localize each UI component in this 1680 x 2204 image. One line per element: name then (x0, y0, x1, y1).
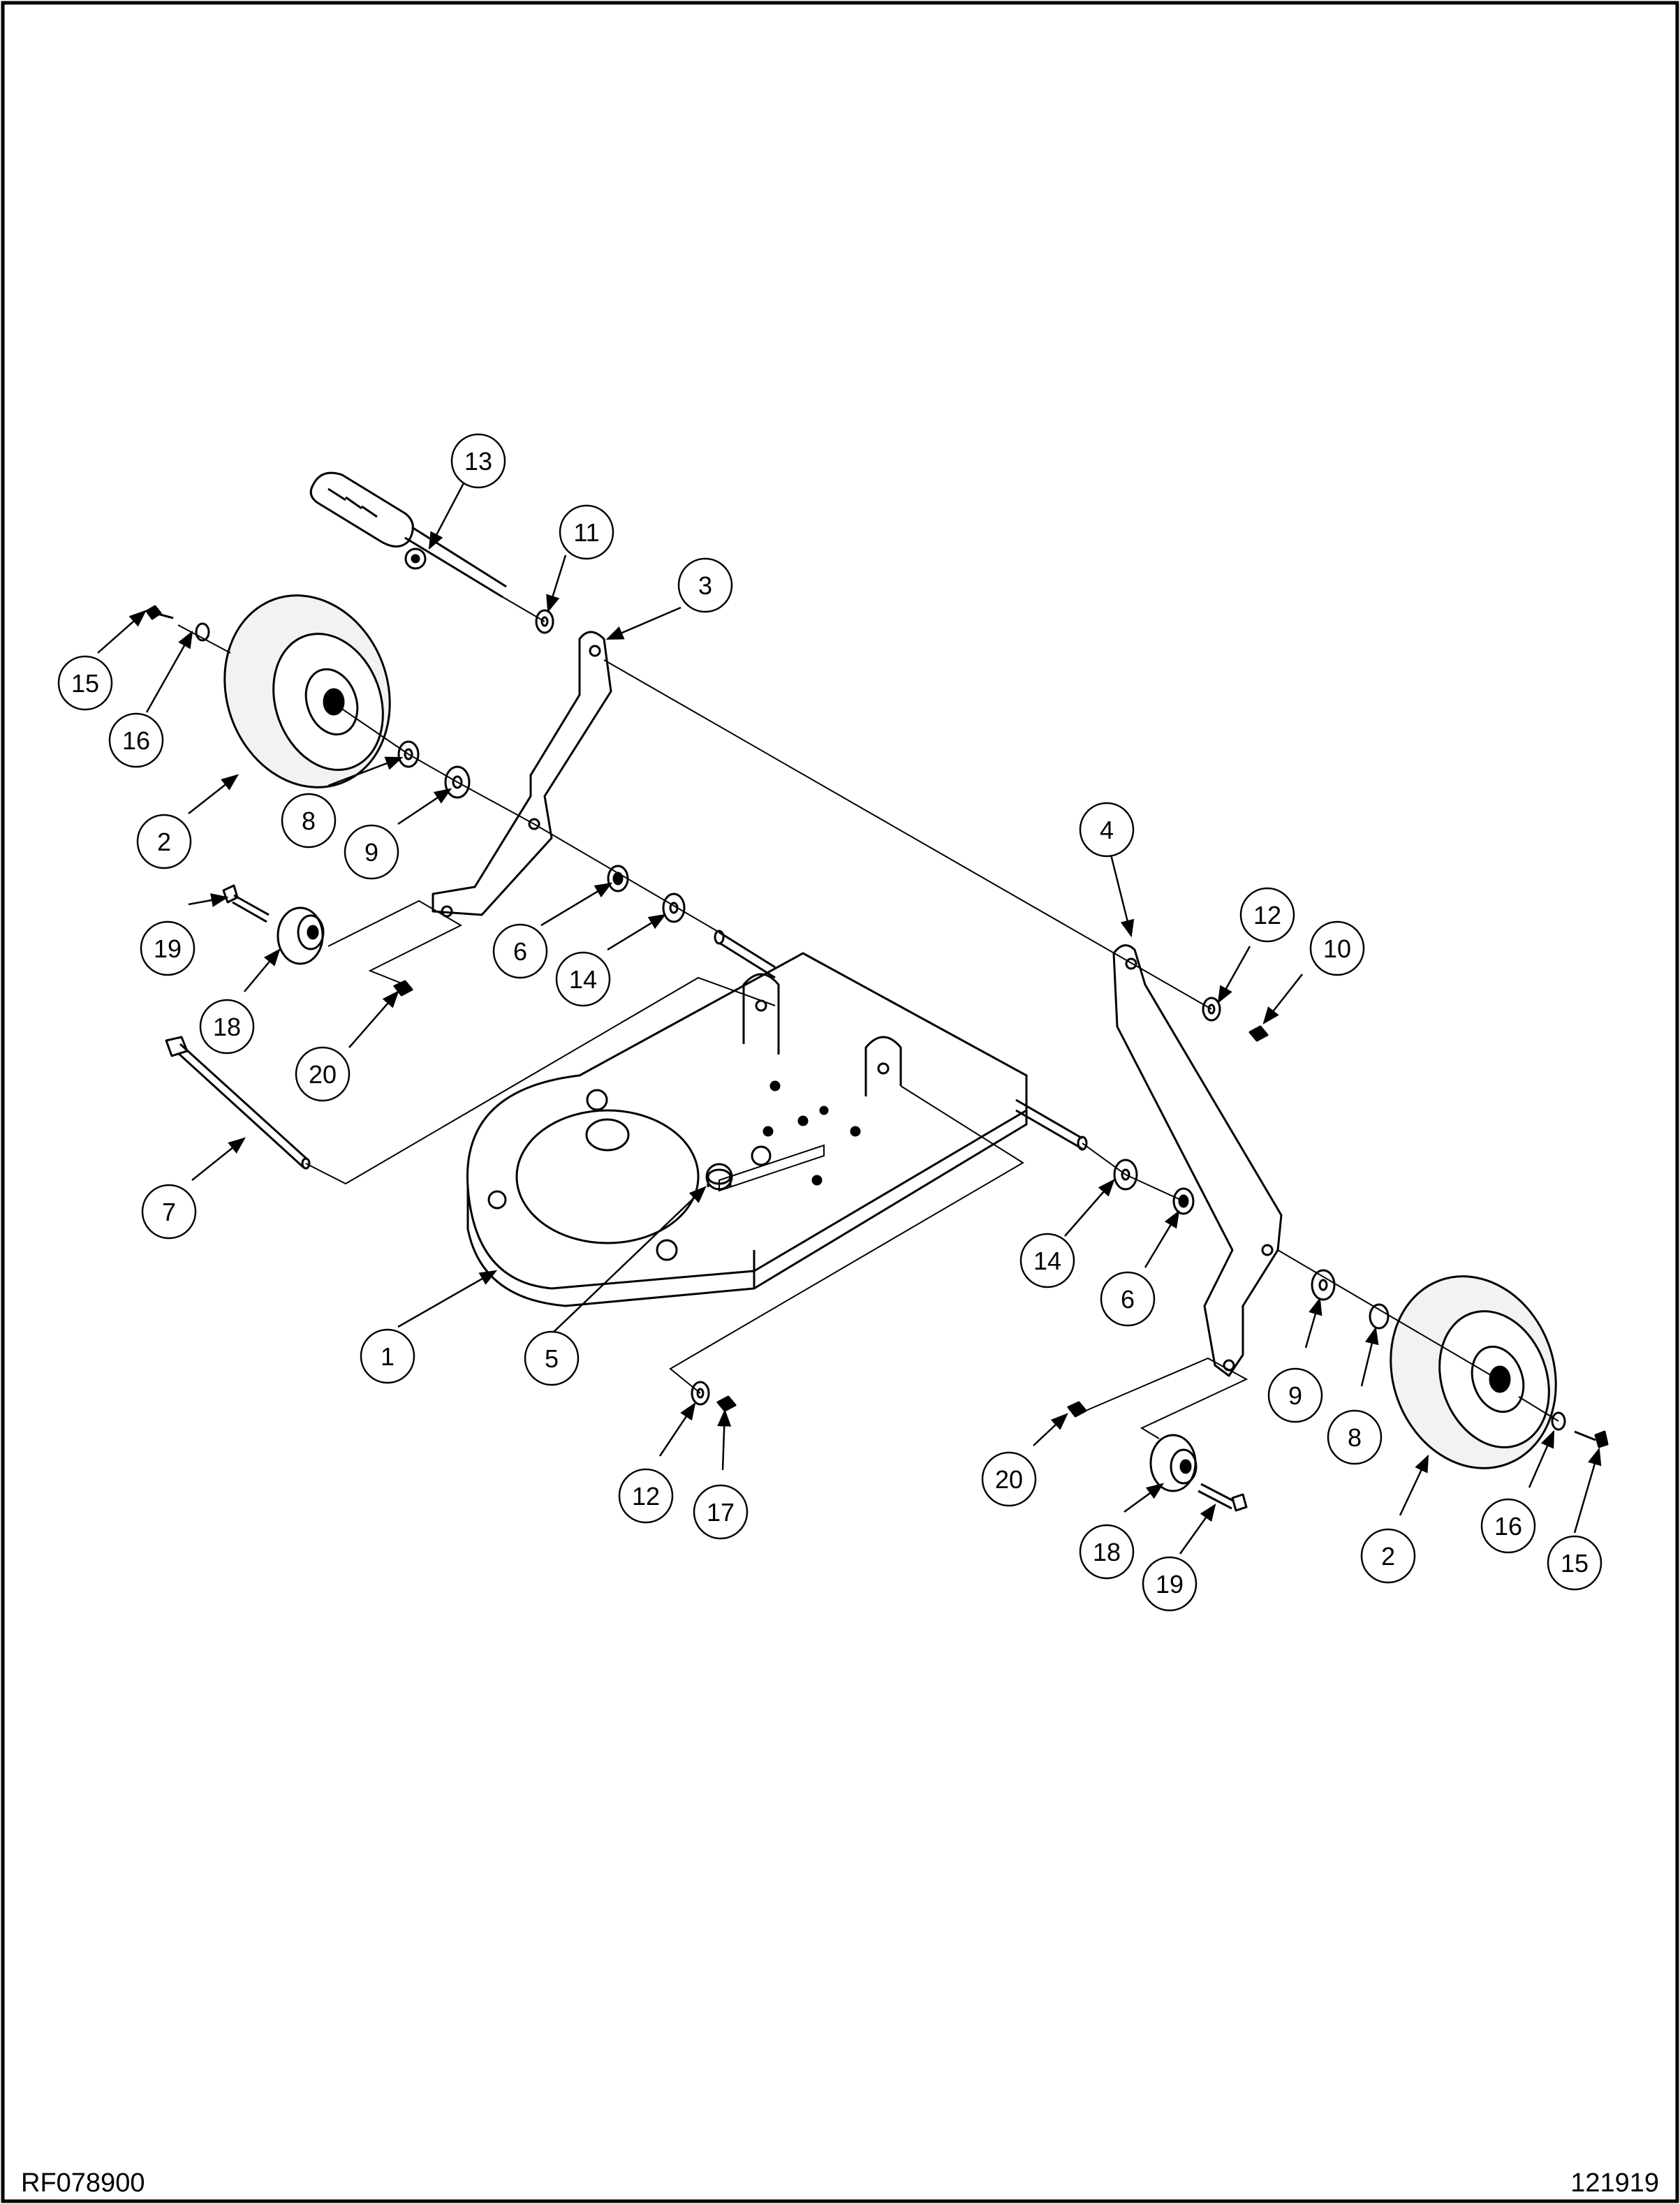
callout-12-center-label: 12 (632, 1482, 660, 1511)
callout-19-right-label: 19 (1156, 1570, 1184, 1599)
callout-20-left-label: 20 (309, 1060, 337, 1089)
callout-6-left: 6 (492, 923, 548, 979)
callout-13: 13 (450, 433, 506, 489)
callout-16-left-label: 16 (122, 726, 150, 755)
callout-1-label: 1 (381, 1342, 395, 1371)
callout-14-left: 14 (555, 951, 611, 1007)
callout-20-right-label: 20 (995, 1465, 1023, 1494)
long-bolt-part-7 (165, 1036, 311, 1170)
callout-20-right: 20 (981, 1451, 1037, 1507)
callout-10-label: 10 (1323, 934, 1351, 963)
base-plate (466, 952, 1028, 1307)
callout-6-left-label: 6 (513, 937, 527, 966)
callout-16-right-label: 16 (1494, 1512, 1522, 1541)
callout-19-left-label: 19 (154, 934, 182, 963)
callout-4-label: 4 (1100, 816, 1114, 844)
axle-left (714, 930, 776, 979)
callout-12-right: 12 (1239, 887, 1295, 943)
callout-19-right: 19 (1142, 1556, 1198, 1612)
callout-11: 11 (559, 504, 614, 560)
callout-17: 17 (693, 1484, 749, 1540)
callout-16-left: 16 (108, 712, 164, 768)
callout-3: 3 (677, 557, 733, 613)
callout-6-right-label: 6 (1121, 1285, 1135, 1314)
wheel-left-part-2 (223, 594, 391, 788)
axle-right (1015, 1099, 1088, 1151)
assembly-lines (177, 596, 1559, 1439)
callout-9-left-label: 9 (364, 838, 378, 867)
callout-8-left: 8 (281, 793, 337, 848)
callout-7-label: 7 (162, 1198, 176, 1226)
callout-12-right-label: 12 (1253, 901, 1281, 930)
callout-9-right-label: 9 (1288, 1381, 1302, 1410)
callout-15-left: 15 (57, 655, 113, 711)
callout-14-left-label: 14 (569, 965, 597, 994)
callout-2-right: 2 (1360, 1528, 1416, 1584)
callout-18-left: 18 (199, 999, 255, 1055)
callout-9-right: 9 (1267, 1367, 1323, 1423)
callout-10: 10 (1309, 920, 1365, 976)
callout-15-right: 15 (1547, 1535, 1602, 1591)
callout-15-right-label: 15 (1561, 1549, 1589, 1578)
callout-2-left: 2 (136, 814, 192, 869)
callout-8-right: 8 (1327, 1409, 1383, 1465)
date-code: 121919 (1570, 2168, 1659, 2198)
callout-5: 5 (524, 1330, 580, 1386)
callout-9-left: 9 (344, 824, 399, 880)
callout-6-right: 6 (1100, 1271, 1156, 1327)
callout-18-right-label: 18 (1093, 1538, 1121, 1566)
parts-artwork (145, 471, 1609, 1512)
callout-20-left: 20 (295, 1046, 351, 1102)
callout-12-center: 12 (618, 1468, 674, 1524)
bracket-left-part-3 (432, 631, 612, 918)
drawing-number: RF078900 (21, 2168, 145, 2198)
callout-15-left-label: 15 (71, 669, 99, 698)
handle-grip-part-13 (309, 471, 507, 598)
callout-14-right-label: 14 (1033, 1247, 1061, 1275)
callout-5-label: 5 (545, 1344, 559, 1373)
callout-11-label: 11 (573, 518, 599, 547)
leader-arrows (97, 481, 1602, 1555)
callout-17-label: 17 (707, 1498, 735, 1527)
callout-18-left-label: 18 (213, 1013, 241, 1041)
callout-4: 4 (1079, 802, 1135, 858)
callout-7: 7 (141, 1184, 197, 1240)
callout-13-label: 13 (464, 447, 492, 476)
callout-2-right-label: 2 (1381, 1542, 1395, 1571)
callout-1: 1 (360, 1328, 415, 1384)
small-hardware (145, 605, 1609, 1512)
callout-14-right: 14 (1019, 1233, 1075, 1288)
callout-3-label: 3 (698, 571, 712, 600)
callout-16-right: 16 (1480, 1498, 1536, 1554)
callout-8-right-label: 8 (1348, 1423, 1362, 1452)
callout-8-left-label: 8 (302, 807, 316, 835)
callouts: 13 11 3 15 16 2 8 9 4 12 10 19 18 20 6 1… (57, 433, 1602, 1612)
wheel-right-part-2 (1390, 1275, 1557, 1469)
callout-19-left: 19 (140, 920, 196, 976)
callout-2-left-label: 2 (157, 828, 171, 856)
callout-18-right: 18 (1079, 1524, 1135, 1580)
